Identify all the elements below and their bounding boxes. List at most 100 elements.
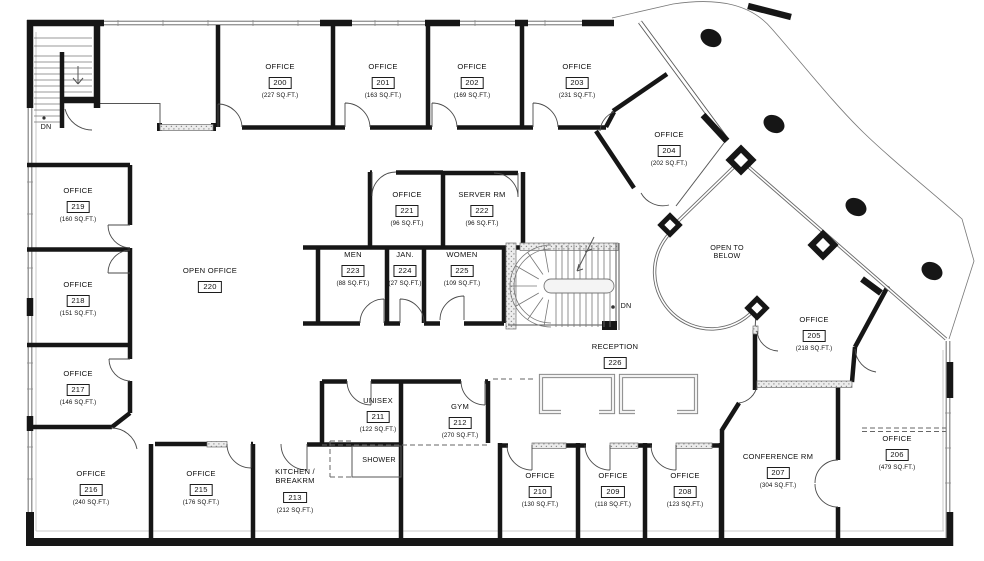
down-label-stair-northwest-line: DN <box>40 122 52 131</box>
room-name: OFFICE <box>654 130 684 139</box>
room-name: JAN. <box>396 250 414 259</box>
shower-label: SHOWER <box>362 455 396 464</box>
down-label-stair-central-line: DN <box>620 301 632 310</box>
room-number-box: 220 <box>198 281 222 293</box>
down-marker-northwest <box>42 116 46 120</box>
room-number-box: 209 <box>601 486 625 498</box>
room-label-220: OPEN OFFICE 220 <box>183 266 237 295</box>
room-number-box: 223 <box>341 265 365 277</box>
room-name: KITCHEN / <box>275 467 315 476</box>
room-number-box: 206 <box>885 449 909 461</box>
room-name: OFFICE <box>670 471 700 480</box>
room-name: GYM <box>450 402 470 411</box>
room-area: (176 SQ.FT.) <box>182 499 220 507</box>
room-number-box: 226 <box>603 357 627 369</box>
room-number-box: 210 <box>528 486 552 498</box>
room-area: (118 SQ.FT.) <box>594 501 632 509</box>
room-number-box: 204 <box>657 145 681 157</box>
room-name: OFFICE <box>598 471 628 480</box>
room-name: OFFICE <box>265 62 295 71</box>
room-area: (109 SQ.FT.) <box>443 280 481 288</box>
room-area: (27 SQ.FT.) <box>388 280 422 288</box>
room-number-box: 219 <box>66 201 90 213</box>
reception-desk <box>538 373 699 415</box>
room-name: RECEPTION <box>591 342 639 351</box>
room-label-216: OFFICE 216 (240 SQ.FT.) <box>73 469 110 507</box>
room-area: (240 SQ.FT.) <box>72 499 110 507</box>
room-area: (304 SQ.FT.) <box>759 482 797 490</box>
room-name: OFFICE <box>63 369 93 378</box>
room-number-box: 218 <box>66 295 90 307</box>
down-label-stair-central: DN <box>620 301 632 310</box>
shower-label-line: SHOWER <box>362 455 396 464</box>
room-number-box: 203 <box>565 77 589 89</box>
room-number-box: 207 <box>766 467 790 479</box>
open-to-below-label-line: OPEN TO <box>710 243 744 252</box>
room-label-207: CONFERENCE RM 207 (304 SQ.FT.) <box>743 452 813 490</box>
room-number-box: 216 <box>79 484 103 496</box>
room-name: OFFICE <box>562 62 592 71</box>
dashed-lines <box>322 378 946 478</box>
room-number-box: 201 <box>371 77 395 89</box>
room-name: CONFERENCE RM <box>742 452 814 461</box>
interior-walls <box>27 25 890 541</box>
room-name: OFFICE <box>76 469 106 478</box>
building-envelope-edge <box>611 1 975 340</box>
room-name: OFFICE <box>63 280 93 289</box>
room-area: (163 SQ.FT.) <box>364 92 402 100</box>
room-number-box: 202 <box>460 77 484 89</box>
room-number-box: 208 <box>673 486 697 498</box>
room-area: (218 SQ.FT.) <box>795 345 833 353</box>
down-label-stair-northwest: DN <box>40 122 52 131</box>
room-label-204: OFFICE 204 (202 SQ.FT.) <box>651 130 688 168</box>
exterior-walls <box>26 2 954 546</box>
room-area: (212 SQ.FT.) <box>276 506 314 514</box>
room-number-box: 222 <box>470 205 494 217</box>
room-name: OPEN OFFICE <box>182 266 238 275</box>
room-number-box: 211 <box>366 411 390 423</box>
room-area: (169 SQ.FT.) <box>453 92 491 100</box>
room-name: OFFICE <box>882 434 912 443</box>
room-area: (227 SQ.FT.) <box>261 92 299 100</box>
room-number-box: 225 <box>450 265 474 277</box>
room-area: (202 SQ.FT.) <box>650 160 688 168</box>
stair-central <box>505 236 620 330</box>
glazed-partitions <box>159 124 853 449</box>
room-number-box: 212 <box>448 417 472 429</box>
room-area: (146 SQ.FT.) <box>59 399 97 407</box>
room-label-202: OFFICE 202 (169 SQ.FT.) <box>454 62 491 100</box>
room-area: (270 SQ.FT.) <box>441 432 479 440</box>
room-label-203: OFFICE 203 (231 SQ.FT.) <box>559 62 596 100</box>
room-name: OFFICE <box>457 62 487 71</box>
room-area: (123 SQ.FT.) <box>666 501 704 509</box>
room-number-box: 224 <box>393 265 417 277</box>
room-name: BREAKRM <box>275 476 315 486</box>
room-area: (231 SQ.FT.) <box>558 92 596 100</box>
room-number-box: 205 <box>802 330 826 342</box>
open-to-below-railings <box>652 160 948 341</box>
room-label-226: RECEPTION 226 <box>592 342 639 371</box>
room-label-213: KITCHEN /BREAKRM 213 (212 SQ.FT.) <box>275 467 315 515</box>
room-area: (151 SQ.FT.) <box>59 310 97 318</box>
room-name: UNISEX <box>363 396 393 405</box>
room-number-box: 215 <box>189 484 213 496</box>
room-label-218: OFFICE 218 (151 SQ.FT.) <box>60 280 97 318</box>
room-number-box: 213 <box>283 491 307 504</box>
room-name: MEN <box>344 250 362 259</box>
open-to-below-label-line: BELOW <box>713 251 741 261</box>
room-name: OFFICE <box>525 471 555 480</box>
